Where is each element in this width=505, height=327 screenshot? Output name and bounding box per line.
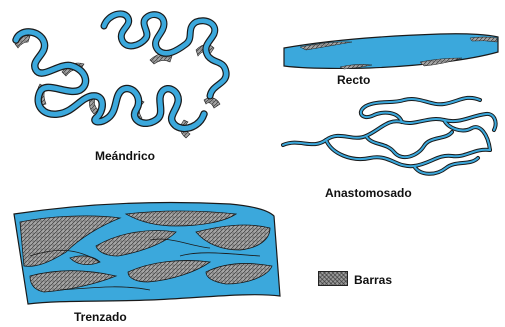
label-anastomosado: Anastomosado (325, 186, 412, 200)
anastomosing-river (283, 98, 496, 174)
legend-bars-swatch (318, 271, 348, 286)
meandering-river (15, 14, 226, 138)
label-meandrico: Meándrico (95, 149, 155, 163)
legend-bars-label: Barras (354, 273, 392, 287)
straight-river (284, 34, 498, 69)
braided-river (14, 202, 280, 304)
straight-channel (284, 34, 498, 69)
label-trenzado: Trenzado (74, 310, 127, 324)
label-recto: Recto (337, 73, 370, 87)
